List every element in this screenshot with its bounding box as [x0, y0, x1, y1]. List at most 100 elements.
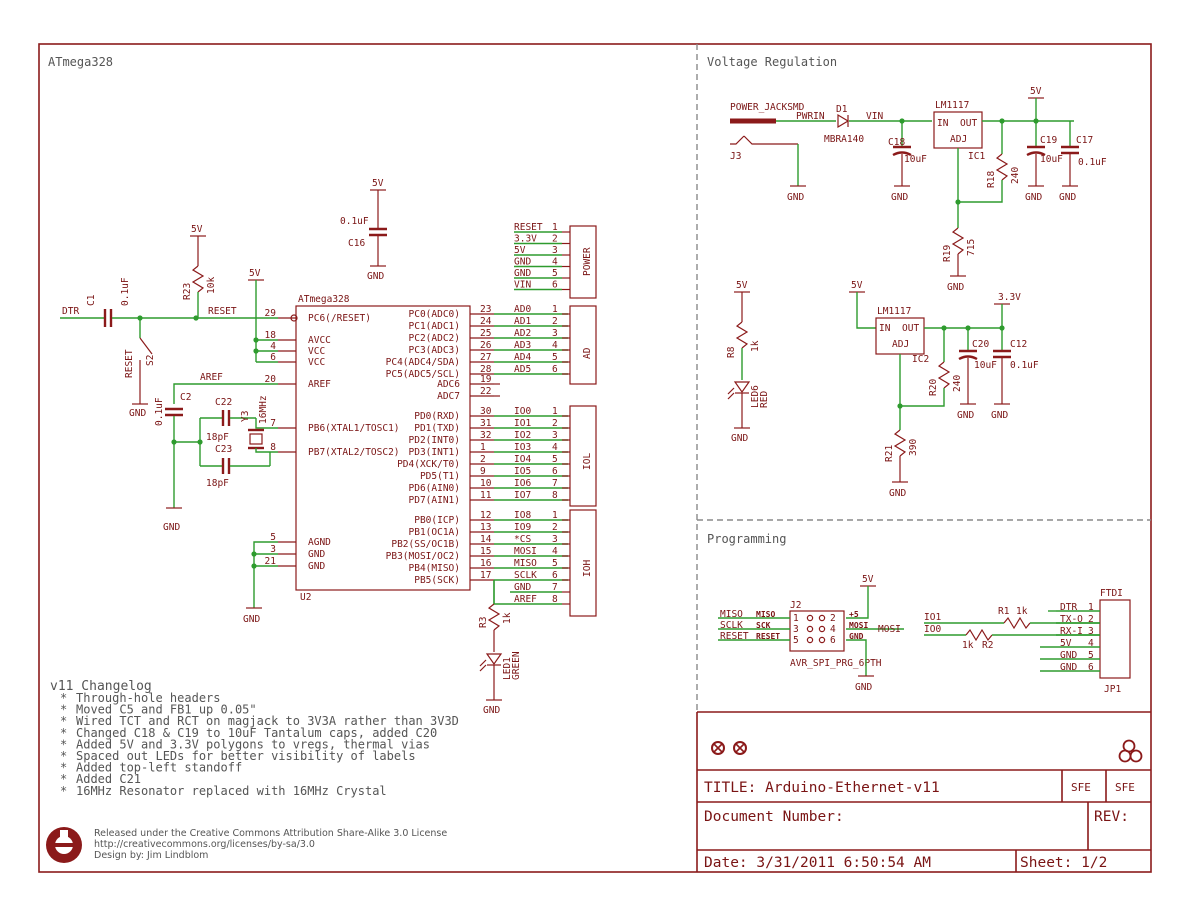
svg-text:1k: 1k	[502, 612, 513, 624]
section-title-atmega: ATmega328	[48, 55, 113, 69]
chip-pin-name: AGND	[308, 537, 331, 548]
svg-text:GND: GND	[787, 192, 804, 203]
ftdi-pin-number: 6	[1088, 662, 1094, 673]
chip-pin-name: AREF	[308, 379, 331, 390]
oshw-mark-icon	[1118, 739, 1143, 763]
svg-text:GND: GND	[1025, 192, 1042, 203]
svg-text:LM1117: LM1117	[935, 100, 969, 111]
svg-text:1k: 1k	[750, 340, 761, 352]
changelog-bullet: *	[60, 737, 67, 751]
spi-pin-number: 5	[793, 635, 799, 646]
svg-text:C18: C18	[888, 137, 905, 148]
title-block: TITLE: Arduino-Ethernet-v11 SFE SFE Docu…	[696, 711, 1151, 872]
chip-pin-name: PB2(SS/OC1B)	[391, 539, 460, 550]
svg-text:C23: C23	[215, 444, 232, 455]
header-pin-number: 2	[552, 522, 558, 533]
svg-text:0.1uF: 0.1uF	[120, 277, 131, 306]
header-pin-number: 4	[552, 546, 558, 557]
net-label: AD5	[514, 364, 531, 375]
net-label: IO3	[514, 442, 531, 453]
svg-text:FTDI: FTDI	[1100, 588, 1123, 599]
chip-pin-number: 3	[270, 544, 276, 555]
net-label: 3.3V	[514, 234, 537, 245]
header-title: POWER	[582, 247, 593, 276]
net-label: VIN	[514, 280, 531, 291]
svg-text:390: 390	[908, 439, 919, 456]
sheet-frame	[38, 43, 1152, 873]
chip-pin-name: PD5(T1)	[420, 471, 460, 482]
net-label: GND	[1060, 662, 1077, 673]
header-pin-number: 3	[552, 534, 558, 545]
header-pin-number: 6	[552, 570, 558, 581]
svg-text:AVR_SPI_PRG_6PTH: AVR_SPI_PRG_6PTH	[790, 658, 882, 669]
changelog-item: Wired TCT and RCT on magjack to 3V3A rat…	[76, 714, 459, 728]
svg-text:GND: GND	[855, 682, 872, 693]
net-label: IO0	[514, 406, 531, 417]
vreg-input: POWER_JACKSMD PWRIN GND J3 D1 MBRA140 VI…	[730, 102, 932, 203]
net-label: IO5	[514, 466, 531, 477]
changelog-item: Added top-left standoff	[76, 761, 242, 775]
svg-text:RESET: RESET	[124, 349, 135, 378]
net-label: SCLK	[720, 620, 743, 631]
chip-pin-name: PD1(TXD)	[414, 423, 460, 434]
svg-text:ADJ: ADJ	[950, 134, 967, 145]
header-pin-number: 4	[552, 442, 558, 453]
ftdi-pin-number: 4	[1088, 638, 1094, 649]
svg-text:IN: IN	[937, 118, 949, 129]
header-pin-number: 6	[552, 280, 558, 291]
svg-text:ADJ: ADJ	[892, 339, 909, 350]
chip-pin-number: 17	[480, 570, 491, 581]
svg-text:18pF: 18pF	[206, 478, 229, 489]
c16-cap: 5V 0.1uF C16 GND	[340, 178, 387, 282]
chip-pin-name: PD3(INT1)	[409, 447, 460, 458]
changelog-item: Added C21	[76, 772, 141, 786]
header-pin-number: 1	[552, 222, 558, 233]
svg-text:5V: 5V	[862, 574, 874, 585]
svg-text:0.1uF: 0.1uF	[1010, 360, 1039, 371]
net-label: 5V	[514, 245, 526, 256]
net-label: IO4	[514, 454, 531, 465]
svg-text:POWER_JACKSMD: POWER_JACKSMD	[730, 102, 805, 113]
header-pin-number: 5	[552, 352, 558, 363]
svg-text:10uF: 10uF	[1040, 154, 1063, 165]
svg-text:GND: GND	[367, 271, 384, 282]
svg-text:VIN: VIN	[866, 111, 883, 122]
header-pin-number: 2	[552, 234, 558, 245]
spi-pin-name: +5	[849, 610, 859, 619]
svg-text:R21: R21	[884, 445, 895, 462]
svg-text:IO1: IO1	[924, 612, 941, 623]
changelog-bullet: *	[60, 703, 67, 717]
header-title: IOL	[582, 453, 593, 470]
license-line-3: Design by: Jim Lindblom	[94, 850, 208, 861]
svg-text:J2: J2	[790, 600, 801, 611]
svg-text:3.3V: 3.3V	[998, 292, 1021, 303]
changelog-title: v11 Changelog	[50, 679, 152, 694]
chip-pin-number: 9	[480, 466, 486, 477]
header-pin-number: 1	[552, 406, 558, 417]
svg-text:GND: GND	[957, 410, 974, 421]
svg-text:ATmega328: ATmega328	[298, 294, 350, 305]
changelog-item: Moved C5 and FB1 up 0.05"	[76, 703, 257, 717]
chip-pin-number: 24	[480, 316, 492, 327]
chip-pin-number: 29	[265, 308, 277, 319]
svg-text:GND: GND	[129, 408, 146, 419]
net-label: IO9	[514, 522, 531, 533]
chip-pin-name: PD4(XCK/T0)	[397, 459, 460, 470]
chip-pin-name: PC0(ADC0)	[409, 309, 460, 320]
net-label: AD3	[514, 340, 531, 351]
ftdi-pin-number: 5	[1088, 650, 1094, 661]
changelog: v11 Changelog *Through-hole headers*Move…	[50, 679, 459, 798]
net-label: IO8	[514, 510, 531, 521]
chip-pin-number: 23	[480, 304, 491, 315]
svg-text:5V: 5V	[736, 280, 748, 291]
changelog-bullet: *	[60, 772, 67, 786]
vcc-feed: 5V	[248, 268, 278, 363]
header-pin-number: 3	[552, 430, 558, 441]
svg-text:J3: J3	[730, 151, 741, 162]
svg-text:C19: C19	[1040, 135, 1057, 146]
changelog-item: Added 5V and 3.3V polygons to vregs, the…	[76, 737, 430, 751]
spi-pin-number: 6	[830, 635, 836, 646]
svg-text:5V: 5V	[249, 268, 261, 279]
svg-text:IN: IN	[879, 323, 891, 334]
